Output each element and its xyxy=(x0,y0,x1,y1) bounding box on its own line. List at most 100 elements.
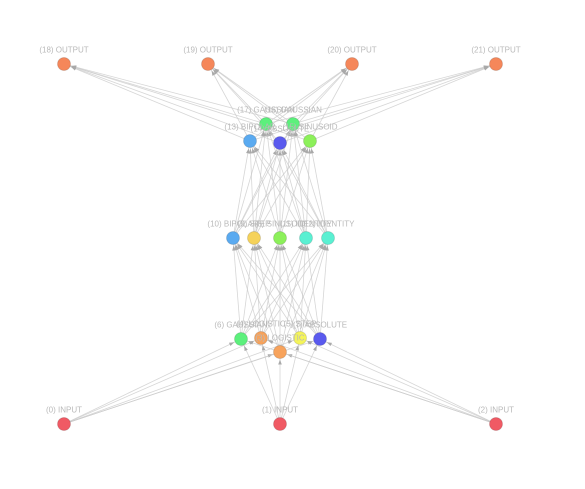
edge-arrowhead xyxy=(214,68,220,73)
edge-arrowhead xyxy=(294,131,299,137)
edge-arrowhead xyxy=(483,65,489,69)
edge-1-4 xyxy=(260,337,281,425)
edge-arrowhead xyxy=(283,149,288,155)
edge-arrowhead xyxy=(282,244,287,251)
node-15[interactable] xyxy=(303,134,317,148)
node-label-20: (20) OUTPUT xyxy=(327,46,376,55)
edge-3-12 xyxy=(279,237,329,353)
edge-12-15 xyxy=(309,140,329,239)
label-layer: (0) INPUT(1) INPUT(2) INPUT(3) LOGISTIC(… xyxy=(39,46,520,415)
edge-7-9 xyxy=(253,237,321,340)
node-14[interactable] xyxy=(273,136,287,150)
node-19[interactable] xyxy=(201,57,215,71)
edge-12-14 xyxy=(279,142,329,239)
edge-4-9 xyxy=(253,237,262,339)
edge-arrowhead xyxy=(313,345,317,352)
edge-arrowhead xyxy=(211,70,216,76)
node-8[interactable] xyxy=(273,231,287,245)
node-label-11: (11) IDENTITY xyxy=(280,220,333,229)
edge-17-18 xyxy=(63,63,267,125)
edge-11-14 xyxy=(279,142,307,239)
edge-8-15 xyxy=(279,140,311,239)
edge-5-10 xyxy=(232,237,301,339)
edge-arrowhead xyxy=(250,245,255,251)
node-label-15: (15) SINUSOID xyxy=(282,123,337,132)
node-20[interactable] xyxy=(345,57,359,71)
edge-16-21 xyxy=(292,63,497,125)
node-7[interactable] xyxy=(313,332,327,346)
edge-12-13 xyxy=(249,140,329,239)
edge-9-13 xyxy=(249,140,255,239)
edge-4-8 xyxy=(260,237,281,339)
edge-3-11 xyxy=(279,237,307,353)
edge-13-18 xyxy=(63,63,251,142)
edge-7-8 xyxy=(279,237,321,340)
edge-arrowhead xyxy=(325,245,329,251)
node-2[interactable] xyxy=(489,417,503,431)
node-11[interactable] xyxy=(299,231,313,245)
edge-6-9 xyxy=(240,237,255,340)
node-9[interactable] xyxy=(247,231,261,245)
node-label-14: (14) ABSOLUTE xyxy=(251,125,310,134)
edge-arrowhead xyxy=(246,148,250,154)
edge-arrowhead xyxy=(232,245,236,251)
edge-12-16 xyxy=(292,123,329,239)
edge-arrowhead xyxy=(71,65,77,70)
node-10[interactable] xyxy=(226,231,240,245)
edge-arrowhead xyxy=(305,245,310,251)
edge-arrowhead xyxy=(254,146,260,152)
node-label-12: (12) IDENTITY xyxy=(302,220,356,229)
edge-1-6 xyxy=(240,338,281,425)
node-21[interactable] xyxy=(489,57,503,71)
edge-2-4 xyxy=(260,337,497,425)
node-16[interactable] xyxy=(286,117,300,131)
edge-11-13 xyxy=(249,140,307,239)
node-17[interactable] xyxy=(259,117,273,131)
edge-arrowhead xyxy=(278,359,282,365)
edge-arrowhead xyxy=(237,243,243,249)
node-label-13: (13) BIPOLAR xyxy=(224,123,275,132)
node-label-7: (7) ABSOLUTE xyxy=(293,321,347,330)
edge-1-7 xyxy=(279,338,321,425)
edge-16-19 xyxy=(207,63,294,125)
edge-0-6 xyxy=(63,338,242,425)
edge-5-8 xyxy=(279,237,301,339)
edge-10-14 xyxy=(232,142,281,239)
edge-arrowhead xyxy=(300,146,306,152)
node-label-10: (10) BIPOLAR xyxy=(207,220,258,229)
node-3[interactable] xyxy=(273,345,287,359)
node-12[interactable] xyxy=(321,231,335,245)
edge-6-8 xyxy=(240,237,281,340)
edge-arrowhead xyxy=(244,345,248,352)
node-0[interactable] xyxy=(57,417,71,431)
node-4[interactable] xyxy=(254,331,268,345)
edge-7-10 xyxy=(232,237,321,340)
edge-8-13 xyxy=(249,140,281,239)
edge-arrowhead xyxy=(268,340,274,344)
node-label-1: (1) INPUT xyxy=(262,406,298,415)
node-13[interactable] xyxy=(243,134,257,148)
edge-9-14 xyxy=(253,142,281,239)
node-1[interactable] xyxy=(273,417,287,431)
edge-arrowhead xyxy=(228,342,235,347)
node-18[interactable] xyxy=(57,57,71,71)
edge-arrowhead xyxy=(248,148,253,154)
edge-arrowhead xyxy=(248,341,254,345)
node-layer xyxy=(57,57,503,431)
node-6[interactable] xyxy=(234,332,248,346)
edge-17-19 xyxy=(207,63,267,125)
edge-14-18 xyxy=(63,63,281,144)
node-label-9: (9) STEP xyxy=(238,220,271,229)
edge-arrowhead xyxy=(344,70,349,76)
edge-7-12 xyxy=(319,237,329,340)
node-label-8: (8) SINUSOID xyxy=(255,220,306,229)
node-5[interactable] xyxy=(293,331,307,345)
edge-0-4 xyxy=(63,337,262,425)
edge-17-20 xyxy=(265,63,353,125)
node-label-17: (17) GAUSSIAN xyxy=(237,106,295,115)
edge-arrowhead xyxy=(253,245,257,251)
edge-13-19 xyxy=(207,63,251,142)
edge-2-7 xyxy=(319,338,497,425)
node-label-2: (2) INPUT xyxy=(478,406,514,415)
